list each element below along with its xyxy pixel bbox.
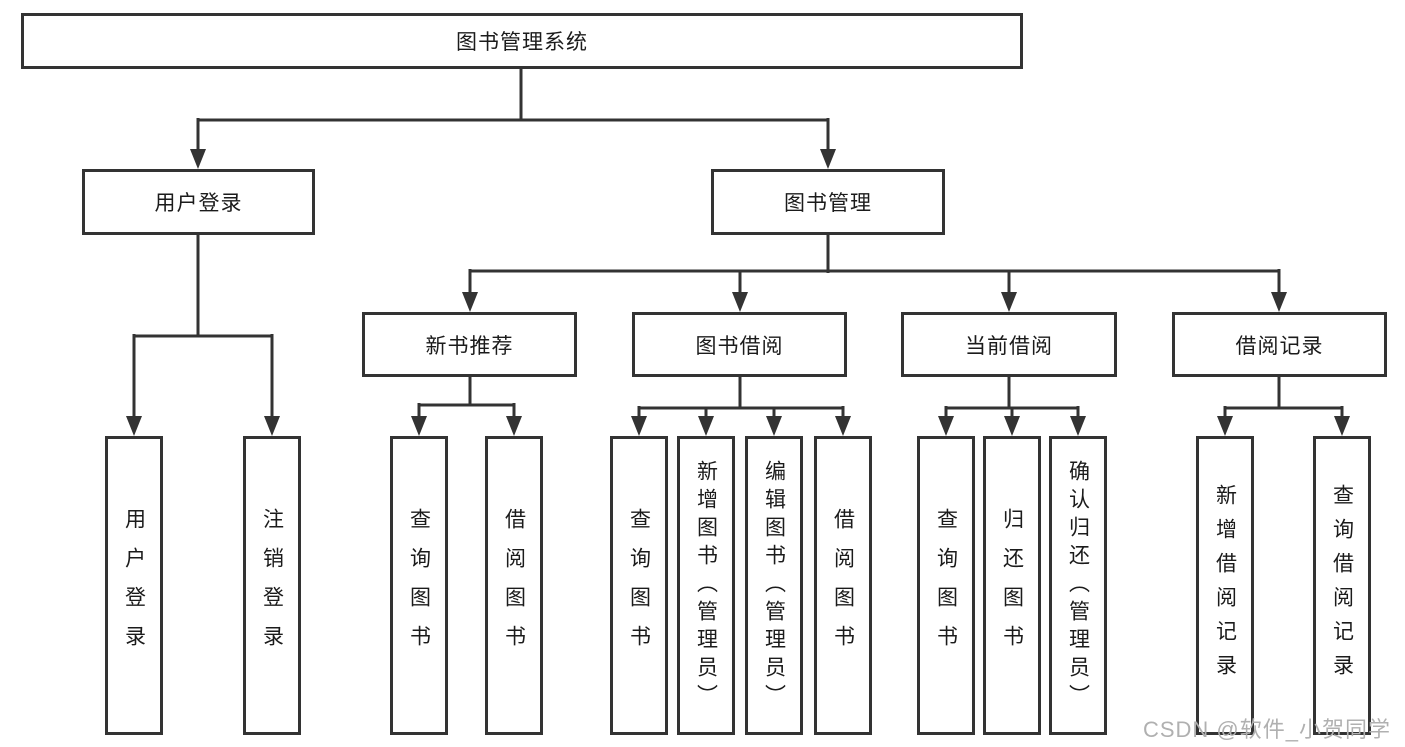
node-book-management: 图书管理 (711, 169, 945, 235)
leaf-nbr-query-books: 查询图书 (390, 436, 448, 735)
node-current-borrowing-label: 当前借阅 (965, 334, 1053, 358)
leaf-cb-query-books-label: 查询图书 (934, 507, 958, 664)
node-root: 图书管理系统 (21, 13, 1023, 69)
arrowheads (126, 149, 1350, 436)
leaf-bb-borrow-books-label: 借阅图书 (831, 507, 855, 664)
csdn-watermark: CSDN @软件_小贺同学 (1142, 717, 1391, 742)
leaf-user-login-label: 用户登录 (122, 507, 146, 664)
leaf-bb-query-books-label: 查询图书 (627, 507, 651, 664)
leaf-cb-return-books: 归还图书 (983, 436, 1041, 735)
leaf-br-query-record: 查询借阅记录 (1313, 436, 1371, 735)
node-book-borrowing: 图书借阅 (632, 312, 847, 377)
leaf-br-add-record: 新增借阅记录 (1196, 436, 1254, 735)
node-new-book-recommend-label: 新书推荐 (425, 334, 514, 358)
node-borrow-records: 借阅记录 (1172, 312, 1387, 377)
leaf-nbr-borrow-books-label: 借阅图书 (502, 507, 526, 664)
leaf-br-add-record-label: 新增借阅记录 (1213, 483, 1237, 688)
node-user-login: 用户登录 (82, 169, 315, 235)
leaf-logout-label: 注销登录 (260, 507, 284, 664)
leaf-br-query-record-label: 查询借阅记录 (1330, 483, 1354, 688)
node-root-label: 图书管理系统 (456, 31, 588, 54)
leaf-bb-add-books-admin: 新增图书（管理员） (677, 436, 735, 735)
node-book-borrowing-label: 图书借阅 (695, 334, 784, 358)
leaf-user-login: 用户登录 (105, 436, 163, 735)
leaf-bb-add-books-admin-label: 新增图书（管理员） (694, 459, 718, 712)
leaf-nbr-borrow-books: 借阅图书 (485, 436, 543, 735)
leaf-bb-edit-books-admin: 编辑图书（管理员） (745, 436, 803, 735)
node-new-book-recommend: 新书推荐 (362, 312, 577, 377)
leaf-cb-confirm-return-admin-label: 确认归还（管理员） (1066, 459, 1090, 712)
leaf-bb-borrow-books: 借阅图书 (814, 436, 872, 735)
node-borrow-records-label: 借阅记录 (1235, 334, 1324, 358)
leaf-cb-query-books: 查询图书 (917, 436, 975, 735)
leaf-bb-edit-books-admin-label: 编辑图书（管理员） (762, 459, 786, 712)
leaf-bb-query-books: 查询图书 (610, 436, 668, 735)
node-current-borrowing: 当前借阅 (901, 312, 1117, 377)
leaf-cb-return-books-label: 归还图书 (1000, 507, 1024, 664)
node-book-management-label: 图书管理 (784, 192, 872, 215)
leaf-nbr-query-books-label: 查询图书 (407, 507, 431, 664)
leaf-cb-confirm-return-admin: 确认归还（管理员） (1049, 436, 1107, 735)
node-user-login-label: 用户登录 (154, 192, 243, 215)
leaf-logout: 注销登录 (243, 436, 301, 735)
